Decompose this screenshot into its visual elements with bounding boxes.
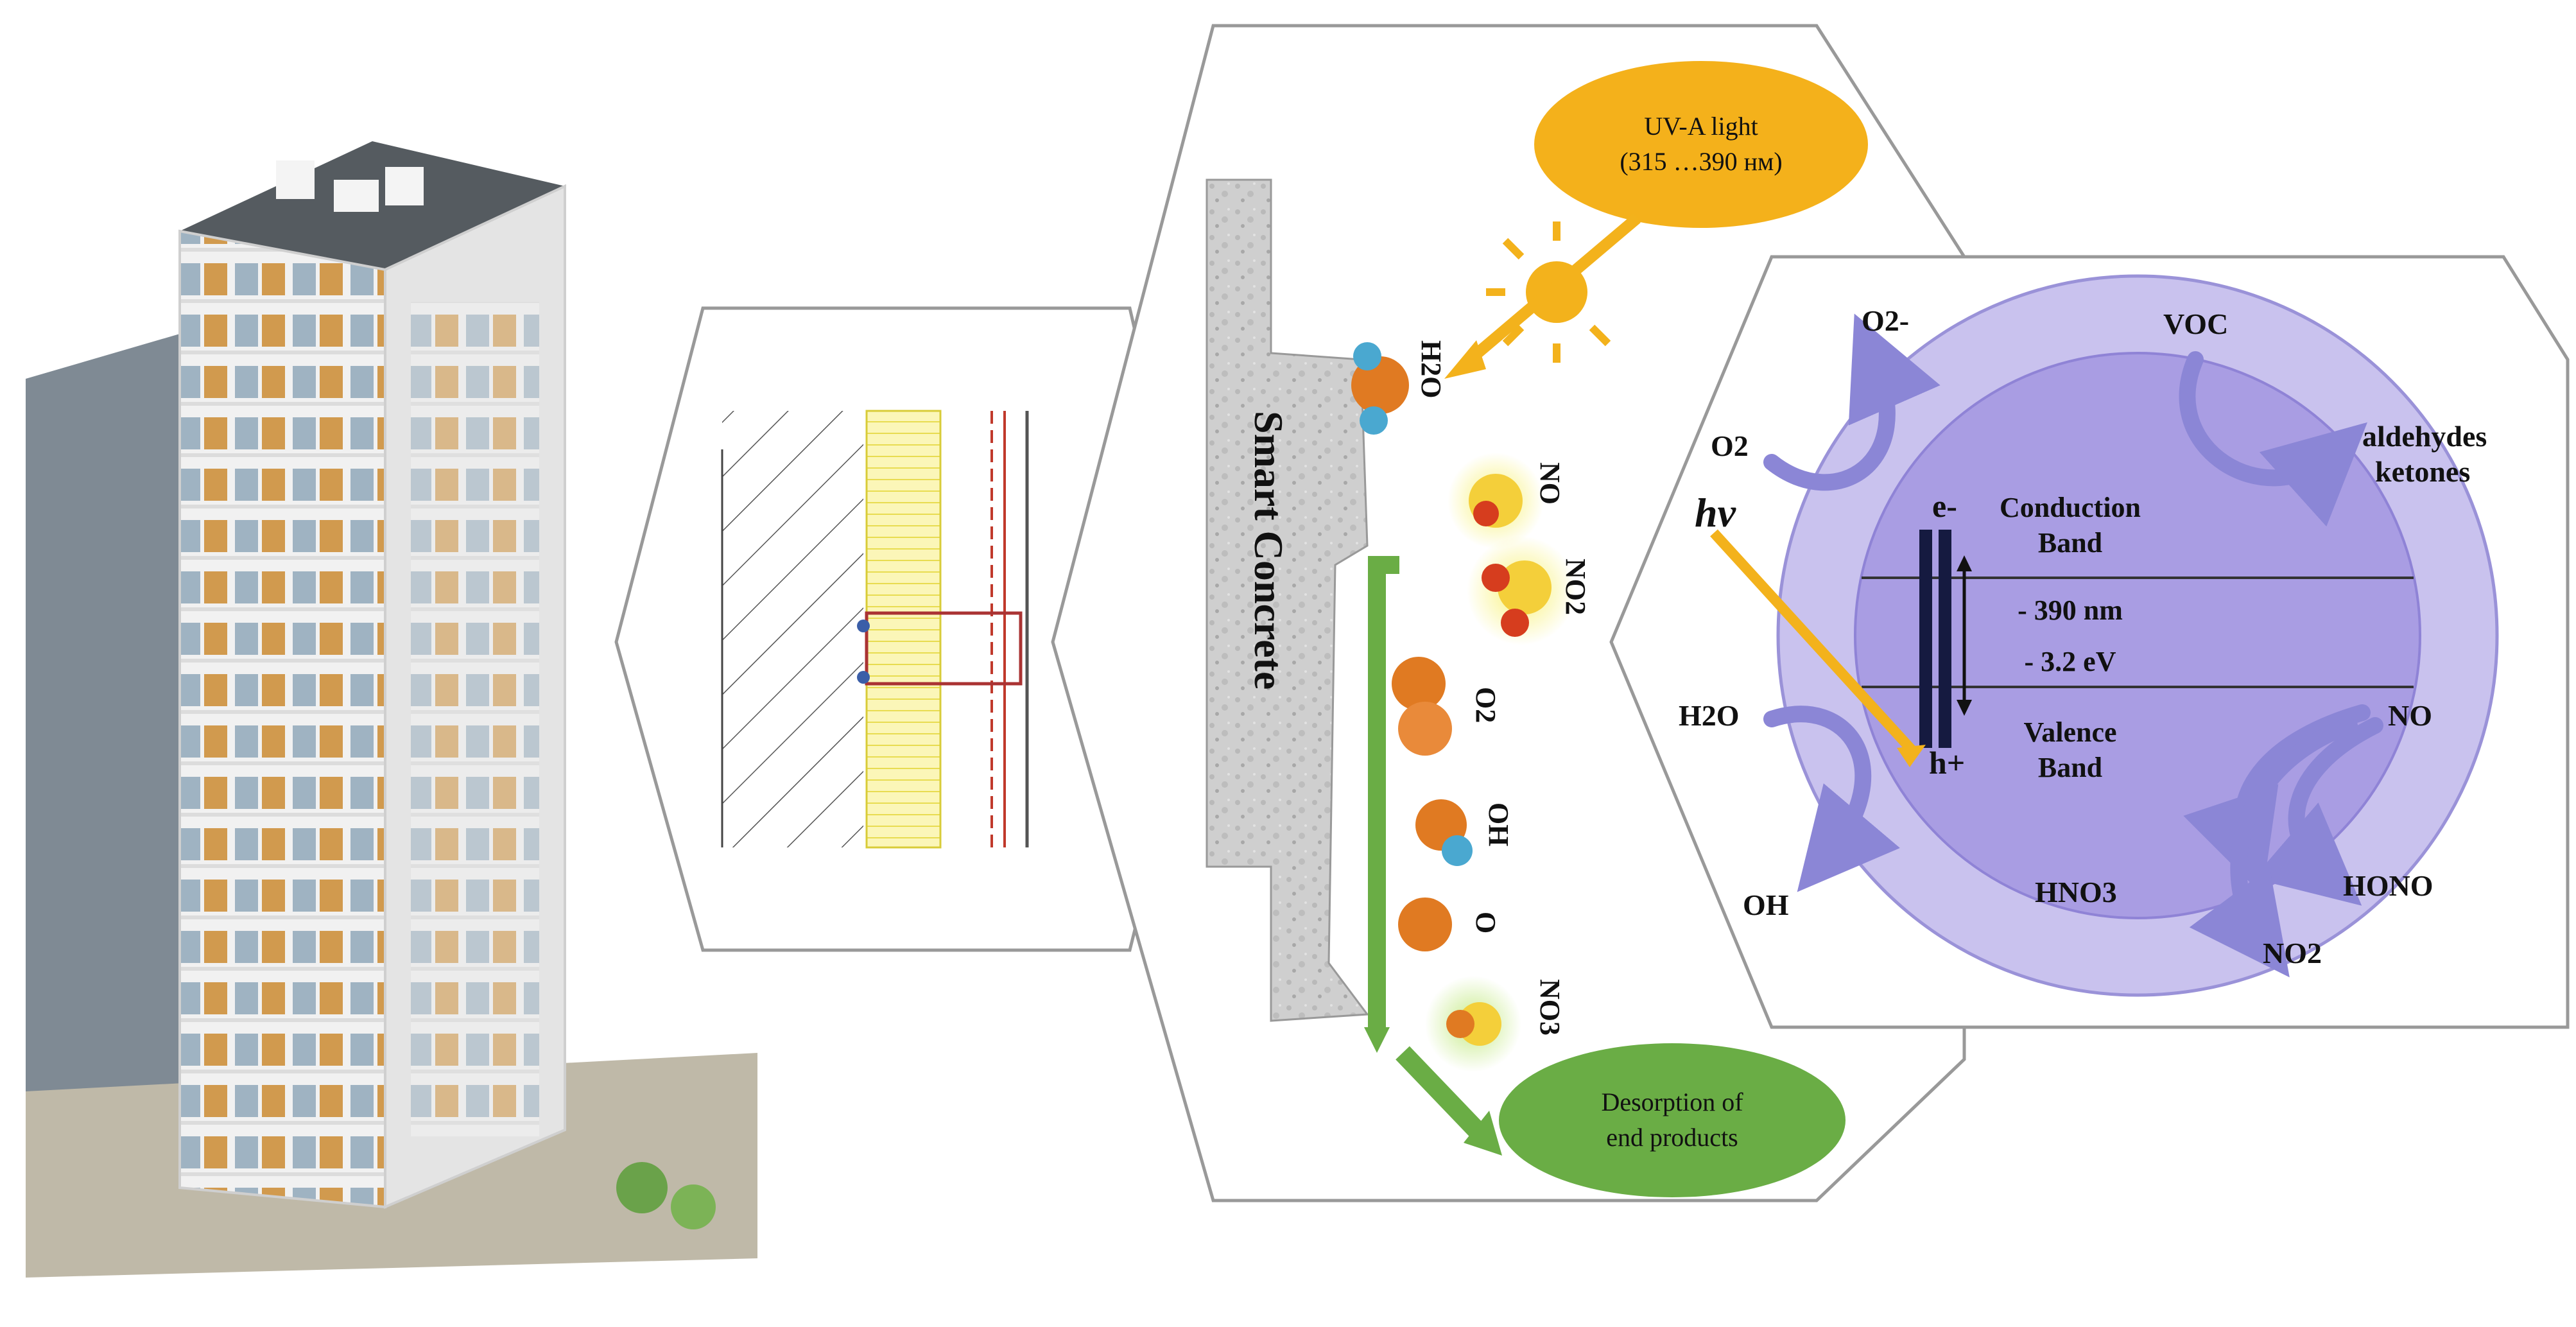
no2-label-particle: NO2: [2263, 937, 2322, 969]
voc-oxidation-arrow: [2179, 351, 2368, 527]
hono-label: HONO: [2343, 869, 2433, 902]
no-hono-arrow: [2253, 717, 2383, 906]
no2-label: NO2: [1560, 559, 1591, 615]
smart-concrete-slab: [1206, 178, 1369, 1022]
smart-concrete-label: Smart Concrete: [1246, 411, 1292, 690]
no3-label: NO3: [1534, 979, 1566, 1036]
desorption-label-1: Desorption of: [1601, 1088, 1743, 1116]
flow-arrow: [1368, 556, 1399, 1034]
wavelength-label: - 390 nm: [2018, 594, 2123, 626]
insulation-layer: [865, 410, 942, 849]
valence-label-1: Valence: [2023, 716, 2116, 748]
valence-label-2: Band: [2038, 752, 2102, 783]
uv-ray-arrow: [1466, 214, 1641, 364]
h2o-label: H2O: [1415, 340, 1447, 398]
energy-label: - 3.2 eV: [2025, 646, 2116, 677]
aldehydes-label: aldehydes: [2362, 420, 2487, 453]
o2-label-particle: O2: [1711, 429, 1749, 462]
o-label: O: [1470, 912, 1501, 933]
photon-ray: [1710, 529, 1917, 755]
wall-section-panel: [614, 306, 1209, 952]
masonry-wall: [722, 411, 863, 847]
photocatalysis-panel: Conduction Band - 390 nm - 3.2 eV Valenc…: [1609, 255, 2570, 1029]
o2-minus-label: O2-: [1862, 304, 1909, 337]
conduction-label-1: Conduction: [2000, 492, 2141, 523]
uv-light-badge: [1534, 61, 1868, 228]
uv-light-label: UV-A light: [1644, 112, 1758, 141]
desorption-label-2: end products: [1606, 1123, 1738, 1152]
h2o-oxidation-arrow: [1763, 706, 1900, 892]
desorption-badge: [1499, 1043, 1846, 1197]
h2o-molecule: [1351, 342, 1409, 435]
anchor-bracket: [865, 611, 1023, 686]
uv-wavelength-label: (315 …390 нм): [1620, 147, 1782, 176]
h2o-label-particle: H2O: [1679, 699, 1740, 732]
building-illustration: [26, 141, 757, 1278]
oh-label: OH: [1483, 802, 1514, 846]
no-label-particle: NO: [2388, 699, 2432, 732]
hno3-label: HNO3: [2035, 876, 2117, 908]
no-label: NO: [1534, 462, 1566, 505]
hv-label: hv: [1695, 490, 1736, 535]
o2-label: O2: [1470, 687, 1501, 723]
conduction-label-2: Band: [2038, 527, 2102, 559]
oh-label-particle: OH: [1743, 889, 1789, 921]
electron-label: e-: [1932, 488, 1957, 524]
o2-reduction-arrow: [1763, 313, 1941, 491]
ketones-label: ketones: [2375, 455, 2470, 488]
hole-label: h+: [1929, 745, 1965, 781]
voc-label: VOC: [2163, 308, 2228, 340]
no-no2-arrow: [2189, 717, 2358, 978]
